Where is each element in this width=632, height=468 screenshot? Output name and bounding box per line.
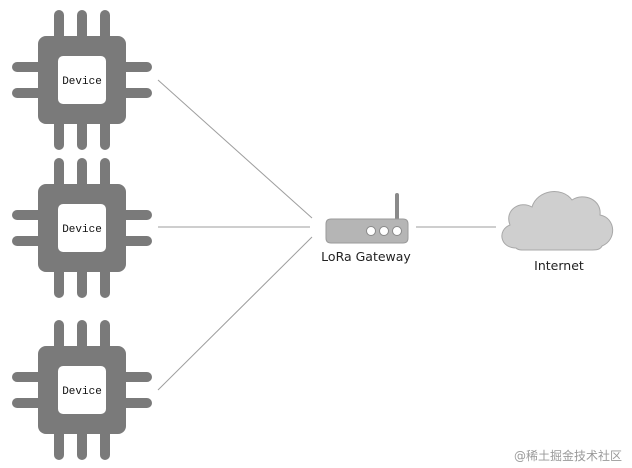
router-icon bbox=[325, 193, 409, 244]
device-chip-3: Device bbox=[12, 320, 152, 460]
watermark-text: @稀土掘金技术社区 bbox=[514, 448, 622, 463]
device-label: Device bbox=[62, 76, 102, 88]
internet-node: Internet bbox=[501, 191, 614, 273]
device-chip-1: Device bbox=[12, 10, 152, 150]
gateway-label: LoRa Gateway bbox=[321, 249, 411, 264]
gateway-node: LoRa Gateway bbox=[321, 193, 411, 264]
device-label: Device bbox=[62, 224, 102, 236]
connector-device-1-gateway bbox=[157, 79, 313, 219]
cloud-icon bbox=[501, 191, 614, 251]
connector-device-3-gateway bbox=[157, 236, 313, 391]
device-label: Device bbox=[62, 386, 102, 398]
device-chip-2: Device bbox=[12, 158, 152, 298]
internet-label: Internet bbox=[534, 258, 584, 273]
